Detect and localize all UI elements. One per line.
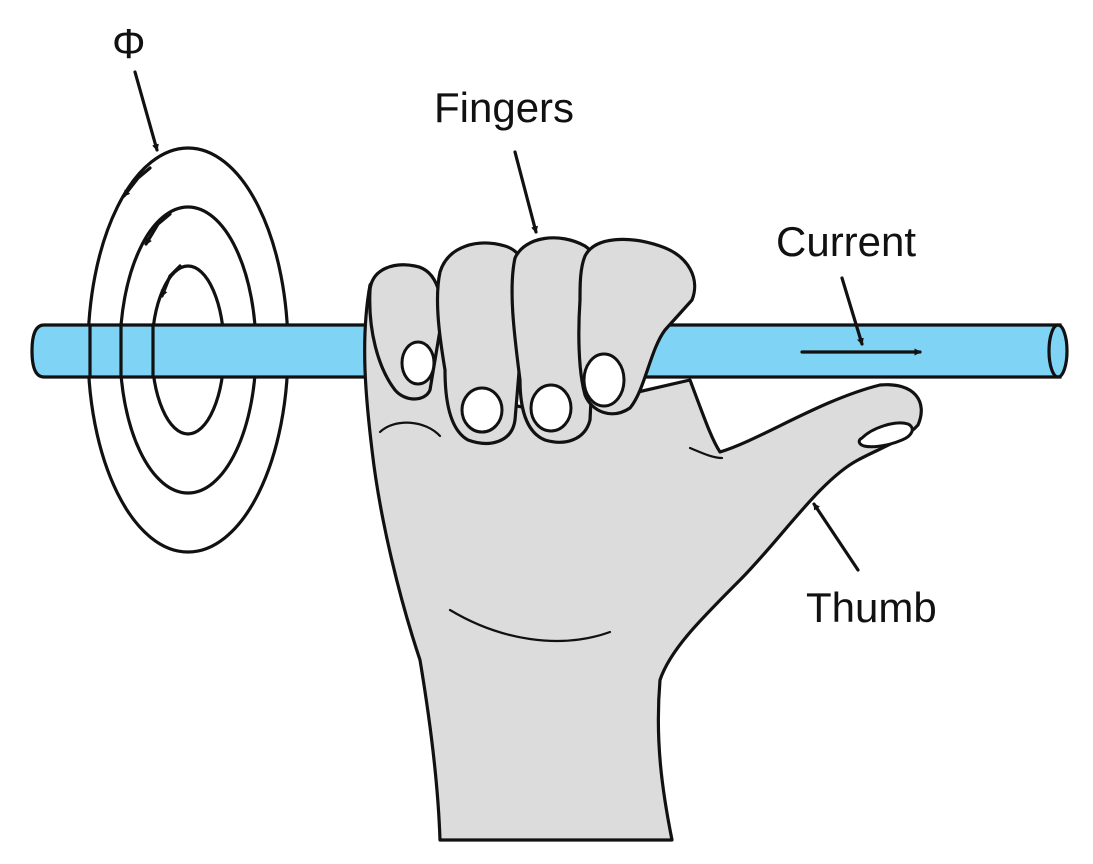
nail-index [400, 340, 436, 386]
field-loop-front-segments [88, 323, 155, 379]
thumb-label: Thumb [806, 584, 937, 631]
finger-middle [435, 241, 529, 445]
field-arrow-inner [160, 264, 182, 298]
palm-crease-wrist [448, 608, 612, 643]
fingers-label: Fingers [434, 84, 574, 131]
hand [363, 236, 923, 842]
palm-crease-thumb [688, 446, 724, 460]
field-direction-arrows [122, 166, 182, 298]
nail-middle [460, 386, 504, 434]
current-pointer-arrow [840, 276, 864, 346]
field-arrow-outer [122, 166, 152, 198]
finger-ring [510, 236, 601, 444]
palm-crease-top [378, 421, 442, 438]
nail-ring [529, 383, 573, 433]
fingers-pointer-arrow [513, 150, 538, 234]
field-arrow-middle [144, 212, 172, 246]
current-label: Current [776, 218, 916, 265]
thumb-nail [857, 421, 914, 449]
thumb-pointer-arrow [812, 502, 860, 572]
flux-label: Φ [112, 20, 146, 67]
nail-little [582, 352, 626, 408]
wire-end-cap [1047, 323, 1069, 379]
flux-pointer-arrow [133, 70, 159, 152]
